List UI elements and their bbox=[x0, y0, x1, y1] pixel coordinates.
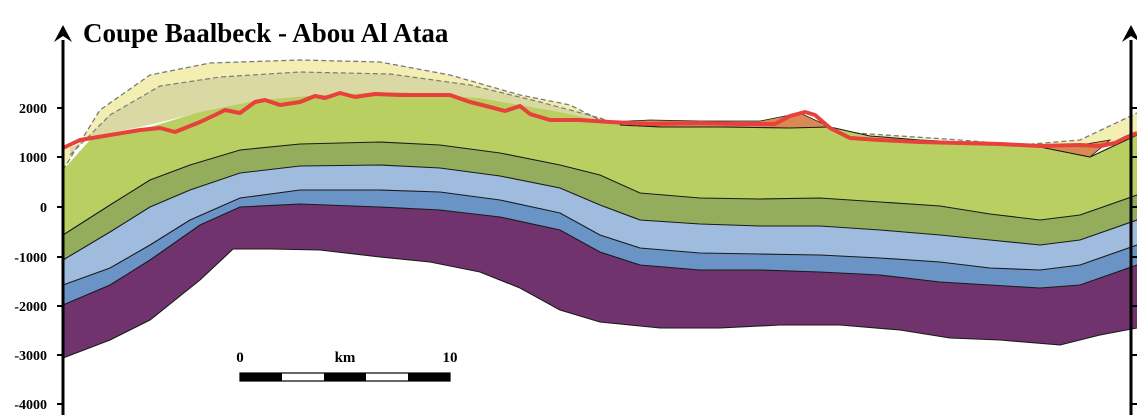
eroded-middle-outline bbox=[69, 71, 621, 156]
scale-unit-label: km bbox=[335, 350, 356, 366]
tick-label-minus-1000: -1000 bbox=[14, 251, 47, 266]
eroded-middle-layer bbox=[70, 72, 620, 155]
tick-label-minus-3000: -3000 bbox=[14, 349, 47, 364]
unit-blue bbox=[63, 190, 1137, 305]
unit-light-green bbox=[63, 92, 1137, 235]
scale-bar: 0 km 10 bbox=[236, 350, 458, 382]
unit-mid-green bbox=[63, 142, 1137, 260]
unit-purple bbox=[63, 204, 1137, 358]
tick-label-1000: 1000 bbox=[19, 151, 47, 166]
eroded-upper-outline bbox=[62, 59, 1137, 171]
tick-label-0: 0 bbox=[40, 201, 47, 216]
right-axis-arrow bbox=[1122, 25, 1137, 42]
tick-label-minus-2000: -2000 bbox=[14, 300, 47, 315]
topography-line bbox=[62, 91, 1137, 150]
unit-light-blue bbox=[63, 165, 1137, 285]
tick-label-2000: 2000 bbox=[19, 102, 47, 117]
left-axis-tick-labels: 2000 1000 0 -1000 -2000 -3000 -4000 bbox=[14, 102, 47, 413]
left-axis-arrow bbox=[54, 25, 72, 42]
scale-end-label: 10 bbox=[443, 350, 458, 366]
right-axis bbox=[1122, 25, 1137, 415]
tick-label-minus-4000: -4000 bbox=[14, 398, 47, 413]
scale-start-label: 0 bbox=[236, 350, 244, 366]
left-axis bbox=[54, 25, 72, 415]
figure-title: Coupe Baalbeck - Abou Al Ataa bbox=[83, 18, 449, 48]
contact-lines bbox=[62, 124, 1137, 359]
